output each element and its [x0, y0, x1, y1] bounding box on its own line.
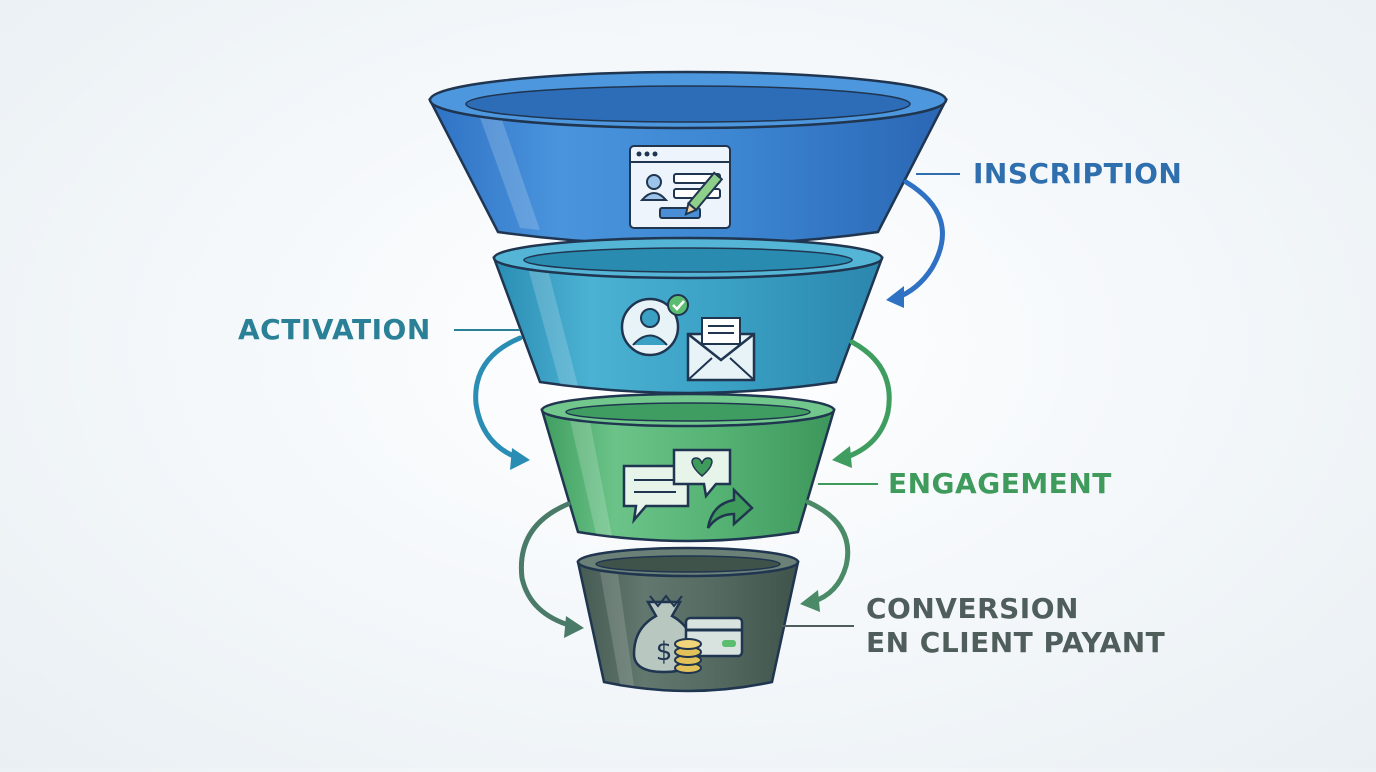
- label-inscription: INSCRIPTION: [973, 157, 1183, 190]
- arrow-inscription-to-activation: [886, 179, 945, 308]
- stage-engagement: [540, 392, 836, 543]
- label-conversion-line1: CONVERSION: [866, 592, 1079, 625]
- label-conversion-line2: EN CLIENT PAYANT: [866, 626, 1166, 659]
- stage-inscription: [427, 70, 949, 247]
- stage-activation: [492, 236, 884, 395]
- arrow-activation-to-engagement-right: [832, 339, 892, 468]
- money-bag-card-icon: $: [632, 594, 744, 674]
- signup-form-icon: [629, 145, 731, 229]
- verified-user-mail-icon: [620, 294, 756, 382]
- arrow-engagement-to-conversion-left: [518, 501, 584, 638]
- arrow-activation-to-engagement-left: [473, 335, 530, 470]
- label-engagement: ENGAGEMENT: [888, 467, 1112, 500]
- label-activation: ACTIVATION: [238, 313, 431, 346]
- label-conversion: CONVERSION EN CLIENT PAYANT: [866, 592, 1165, 660]
- svg-text:$: $: [656, 637, 673, 667]
- arrow-engagement-to-conversion-right: [800, 499, 851, 612]
- stage-conversion: $: [576, 546, 800, 693]
- chat-heart-share-icon: [622, 448, 754, 529]
